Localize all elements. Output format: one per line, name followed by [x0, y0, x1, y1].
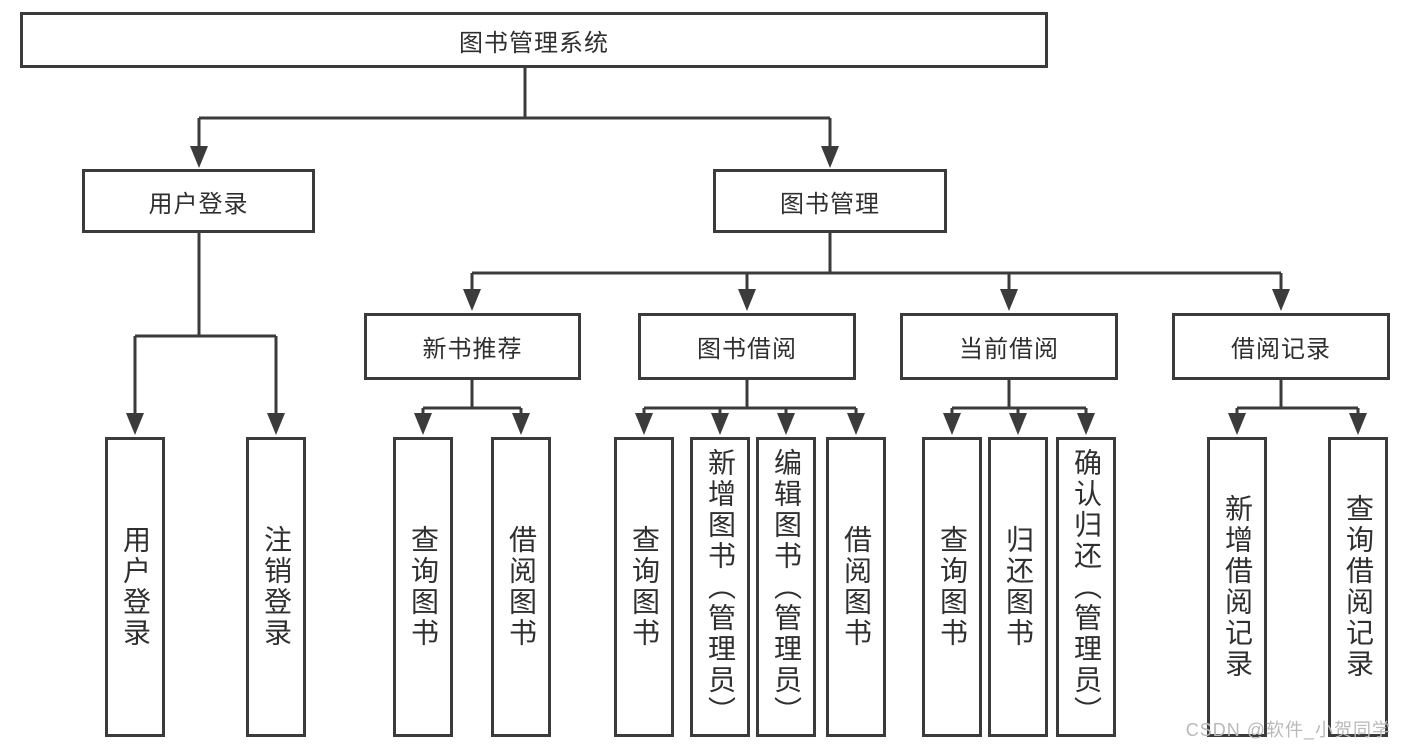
arrowhead: [126, 413, 144, 435]
leaf-logout: 注销登录: [246, 437, 306, 737]
leaf-label: 查询图书: [408, 525, 439, 649]
leaf-borrow-books-borrowing: 借阅图书: [826, 437, 886, 737]
leaf-user-login: 用户登录: [105, 437, 165, 737]
arrowhead: [711, 413, 729, 435]
leaf-return-book: 归还图书: [988, 437, 1048, 737]
node-borrowing-records: 借阅记录: [1172, 313, 1390, 380]
arrowhead: [1228, 413, 1246, 435]
node-book-borrowing: 图书借阅: [638, 313, 856, 380]
leaf-query-books-borrowing: 查询图书: [614, 437, 674, 737]
node-label: 图书管理系统: [459, 29, 609, 57]
node-user-login: 用户登录: [82, 169, 315, 233]
node-label: 图书借阅: [697, 336, 797, 363]
arrowhead: [1000, 289, 1018, 311]
leaf-label: 归还图书: [1003, 525, 1034, 649]
leaf-label: 查询图书: [937, 525, 968, 649]
arrowhead: [1009, 413, 1027, 435]
arrowhead: [1272, 289, 1290, 311]
arrowhead: [1349, 413, 1367, 435]
leaf-query-borrow-record: 查询借阅记录: [1328, 437, 1388, 737]
leaf-label: 借阅图书: [506, 525, 537, 649]
leaf-confirm-return-admin: 确认归还（管理员）: [1056, 437, 1116, 737]
leaf-label: 注销登录: [261, 525, 292, 649]
leaf-label: 查询借阅记录: [1343, 494, 1374, 680]
arrowhead: [267, 413, 285, 435]
leaf-label: 新增图书（管理员）: [705, 447, 736, 727]
leaf-edit-book-admin: 编辑图书（管理员）: [756, 437, 816, 737]
node-label: 新书推荐: [422, 336, 523, 363]
arrowhead: [821, 146, 839, 168]
node-label: 当前借阅: [959, 336, 1059, 363]
leaf-label: 新增借阅记录: [1222, 494, 1253, 680]
arrowhead: [847, 413, 865, 435]
node-current-borrowing: 当前借阅: [900, 313, 1118, 380]
leaf-borrow-books-recommend: 借阅图书: [491, 437, 551, 737]
arrowhead: [414, 413, 432, 435]
arrowhead: [635, 413, 653, 435]
leaf-label: 确认归还（管理员）: [1071, 447, 1102, 727]
arrowhead: [463, 289, 481, 311]
csdn-watermark: CSDN @软件_小贺同学: [1185, 720, 1391, 740]
leaf-query-books-recommend: 查询图书: [393, 437, 453, 737]
leaf-add-borrow-record: 新增借阅记录: [1207, 437, 1267, 737]
leaf-label: 用户登录: [120, 525, 151, 649]
leaf-add-book-admin: 新增图书（管理员）: [690, 437, 750, 737]
node-library-system: 图书管理系统: [20, 12, 1048, 68]
node-label: 借阅记录: [1231, 336, 1331, 363]
node-new-book-recommend: 新书推荐: [364, 313, 581, 380]
node-label: 图书管理: [780, 190, 880, 218]
arrowhead: [777, 413, 795, 435]
node-book-management: 图书管理: [713, 169, 947, 233]
arrowhead: [512, 413, 530, 435]
arrowhead: [943, 413, 961, 435]
arrowhead: [738, 289, 756, 311]
arrowhead: [1077, 413, 1095, 435]
leaf-label: 查询图书: [629, 525, 660, 649]
arrowhead: [190, 146, 208, 168]
leaf-label: 借阅图书: [841, 525, 872, 649]
node-label: 用户登录: [148, 190, 249, 218]
leaf-label: 编辑图书（管理员）: [771, 447, 802, 727]
leaf-query-books-current: 查询图书: [922, 437, 982, 737]
